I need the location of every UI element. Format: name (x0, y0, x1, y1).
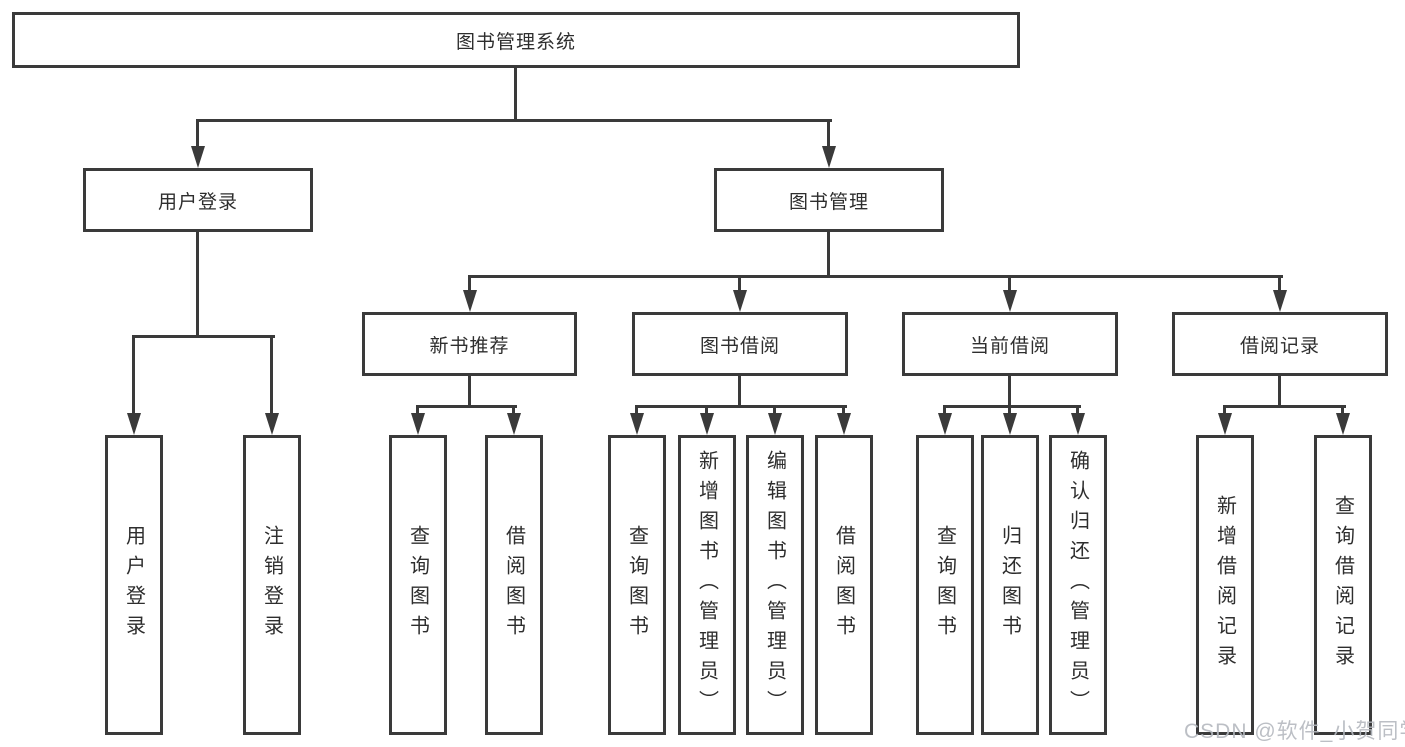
node-recommend-query-book: 查询图书 (389, 435, 447, 735)
node-user-login-leaf: 用户登录 (105, 435, 163, 735)
arrowhead (507, 413, 521, 435)
connector-line (1008, 376, 1011, 408)
connector-line (514, 66, 517, 120)
arrowhead (265, 413, 279, 435)
node-current-borrowing: 当前借阅 (902, 312, 1118, 376)
connector-line (468, 376, 471, 408)
connector-line (943, 405, 1081, 408)
node-current-confirm-return-admin: 确认归还（管理员） (1049, 435, 1107, 735)
connector-line (1008, 275, 1011, 293)
connector-line (635, 405, 638, 417)
connector-line (416, 405, 517, 408)
connector-line (1278, 376, 1281, 408)
arrowhead (733, 290, 747, 312)
arrowhead (700, 413, 714, 435)
connector-line (1223, 405, 1346, 408)
connector-line (196, 232, 199, 338)
connector-line (1008, 405, 1011, 417)
node-book-management: 图书管理 (714, 168, 944, 232)
connector-line (1223, 405, 1226, 417)
connector-line (416, 405, 419, 417)
connector-line (1076, 405, 1079, 417)
arrowhead (127, 413, 141, 435)
arrowhead (191, 146, 205, 168)
node-borrowing-borrow-book: 借阅图书 (815, 435, 873, 735)
connector-line (943, 405, 946, 417)
connector-line (196, 119, 199, 149)
arrowhead (630, 413, 644, 435)
connector-line (635, 405, 847, 408)
node-borrowing-query-book: 查询图书 (608, 435, 666, 735)
arrowhead (1003, 290, 1017, 312)
node-borrowing-edit-book-admin: 编辑图书（管理员） (746, 435, 804, 735)
arrowhead (1273, 290, 1287, 312)
connector-line (738, 275, 741, 293)
node-records-add-record: 新增借阅记录 (1196, 435, 1254, 735)
connector-line (132, 335, 135, 417)
node-borrowing-add-book-admin: 新增图书（管理员） (678, 435, 736, 735)
watermark: CSDN @软件_小贺同学 (1184, 720, 1405, 743)
node-user-login: 用户登录 (83, 168, 313, 232)
node-current-return-book: 归还图书 (981, 435, 1039, 735)
arrowhead (837, 413, 851, 435)
connector-line (468, 275, 471, 293)
connector-line (1341, 405, 1344, 417)
arrowhead (938, 413, 952, 435)
arrowhead (768, 413, 782, 435)
node-logout-leaf: 注销登录 (243, 435, 301, 735)
connector-line (827, 119, 830, 149)
node-recommend-borrow-book: 借阅图书 (485, 435, 543, 735)
node-borrowing-records: 借阅记录 (1172, 312, 1388, 376)
connector-line (512, 405, 515, 417)
connector-line (842, 405, 845, 417)
connector-line (705, 405, 708, 417)
connector-line (738, 376, 741, 408)
node-book-borrowing: 图书借阅 (632, 312, 848, 376)
connector-line (468, 275, 1283, 278)
connector-line (827, 232, 830, 278)
connector-line (270, 335, 273, 417)
node-records-query-record: 查询借阅记录 (1314, 435, 1372, 735)
arrowhead (463, 290, 477, 312)
node-library-system: 图书管理系统 (12, 12, 1020, 68)
node-current-query-book: 查询图书 (916, 435, 974, 735)
node-new-book-recommend: 新书推荐 (362, 312, 577, 376)
connector-line (773, 405, 776, 417)
connector-line (1278, 275, 1281, 293)
arrowhead (822, 146, 836, 168)
connector-line (196, 119, 832, 122)
connector-line (132, 335, 275, 338)
arrowhead (1071, 413, 1085, 435)
arrowhead (1003, 413, 1017, 435)
arrowhead (1218, 413, 1232, 435)
arrowhead (1336, 413, 1350, 435)
arrowhead (411, 413, 425, 435)
